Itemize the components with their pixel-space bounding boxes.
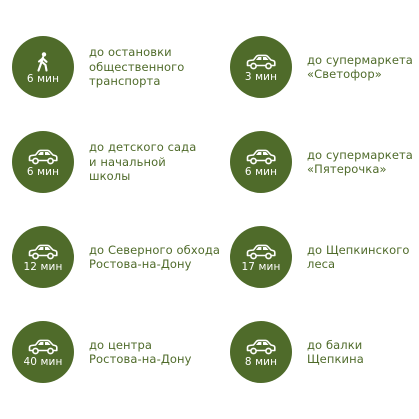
travel-item-pyaterochka: 6 мин до супермаркета «Пятерочка» (230, 131, 413, 193)
travel-item-northern-bypass: 12 мин до Северного обхода Ростова-на-До… (12, 226, 220, 288)
travel-item-city-center: 40 мин до центра Ростова-на-Дону (12, 321, 192, 383)
destination-label: до центра Ростова-на-Дону (89, 337, 192, 367)
destination-label: до балки Щепкина (307, 337, 364, 367)
time-badge: 6 мин (230, 131, 292, 193)
destination-label: до супермаркета «Пятерочка» (307, 147, 413, 177)
car-icon (246, 54, 276, 69)
travel-item-shchepkin-gully: 8 мин до балки Щепкина (230, 321, 419, 383)
travel-item-svetofor: 3 мин до супермаркета «Светофор» (230, 36, 413, 98)
destination-label: до остановки общественного транспорта (89, 45, 185, 89)
time-badge: 6 мин (12, 36, 74, 98)
car-icon (246, 244, 276, 259)
destination-label: до детского сада и начальной школы (89, 140, 197, 184)
time-badge: 17 мин (230, 226, 292, 288)
time-badge: 12 мин (12, 226, 74, 288)
destination-label: до Щепкинского леса (307, 242, 410, 272)
destination-label: до супермаркета «Светофор» (307, 52, 413, 82)
car-icon (246, 339, 276, 354)
car-icon (28, 339, 58, 354)
travel-time: 8 мин (244, 355, 278, 368)
travel-time: 3 мин (244, 70, 278, 83)
travel-time: 6 мин (244, 165, 278, 178)
travel-item-kindergarten-school: 6 мин до детского сада и начальной школы (12, 131, 196, 193)
travel-time: 12 мин (23, 260, 63, 273)
walking-person-icon (37, 51, 48, 72)
time-badge: 40 мин (12, 321, 74, 383)
travel-item-shchepkin-forest: 17 мин до Щепкинского леса (230, 226, 410, 288)
car-icon (28, 244, 58, 259)
travel-time: 6 мин (26, 72, 60, 85)
time-badge: 8 мин (230, 321, 292, 383)
time-badge: 6 мин (12, 131, 74, 193)
car-icon (246, 149, 276, 164)
car-icon (28, 149, 58, 164)
travel-time: 6 мин (26, 165, 60, 178)
destination-label: до Северного обхода Ростова-на-Дону (89, 242, 221, 272)
travel-time: 17 мин (241, 260, 281, 273)
time-badge: 3 мин (230, 36, 292, 98)
travel-time: 40 мин (23, 355, 63, 368)
travel-item-bus-stop: 6 мин до остановки общественного транспо… (12, 36, 184, 98)
